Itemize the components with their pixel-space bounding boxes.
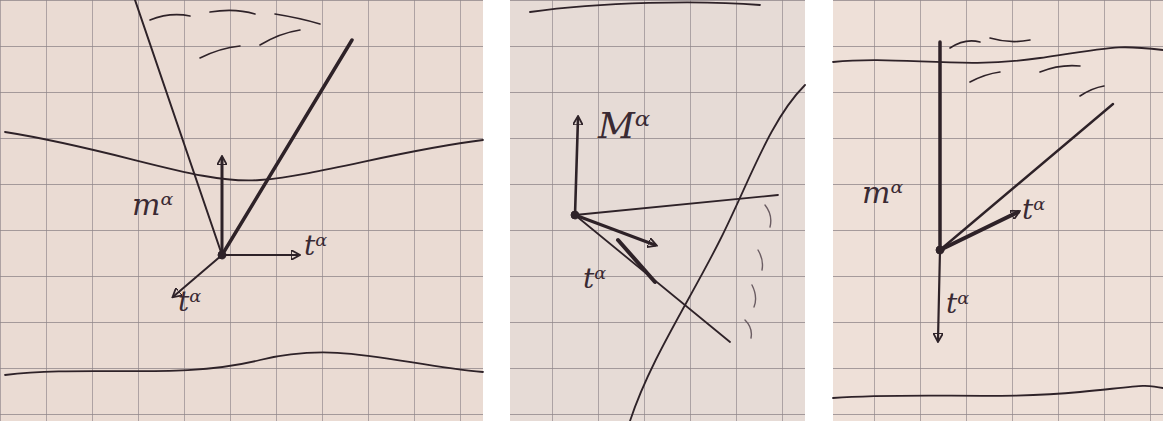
vector-label: Mᵅ	[598, 108, 650, 144]
vector-label: tᵅ	[583, 265, 606, 293]
vector-label: mᵅ	[862, 178, 903, 208]
vector-label: tᵅ	[178, 288, 201, 316]
vector-label: tᵅ	[1022, 196, 1045, 224]
vector-label: tᵅ	[304, 232, 327, 260]
vector-label: tᵅ	[946, 290, 969, 318]
vector-label: mᵅ	[132, 190, 173, 220]
